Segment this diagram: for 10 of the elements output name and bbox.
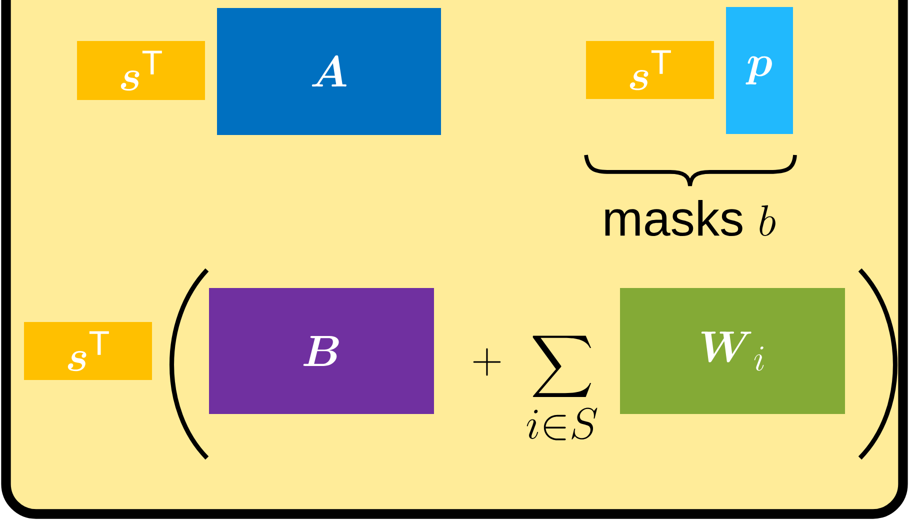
formula-box: $\boldsymbol{B}$ bbox=[209, 288, 434, 414]
formula-box: $\boldsymbol{p}$ bbox=[726, 6, 793, 134]
math-label: $\sum_{i\in S}$ bbox=[526, 336, 598, 440]
formula-box: $\boldsymbol{A}$ bbox=[217, 8, 441, 135]
formula-box: $\boldsymbol{W}_{i}$ bbox=[620, 288, 845, 414]
formula-box: $\boldsymbol{s}^{\mathrm{T}}$ bbox=[586, 41, 714, 99]
math-label: $+$ bbox=[473, 348, 501, 376]
formula-box: $\boldsymbol{s}^{\mathrm{T}}$ bbox=[77, 41, 205, 100]
brace-label: $\text{masks }b$ bbox=[605, 200, 776, 236]
formula-box: $\boldsymbol{s}^{\mathrm{T}}$ bbox=[24, 322, 152, 380]
